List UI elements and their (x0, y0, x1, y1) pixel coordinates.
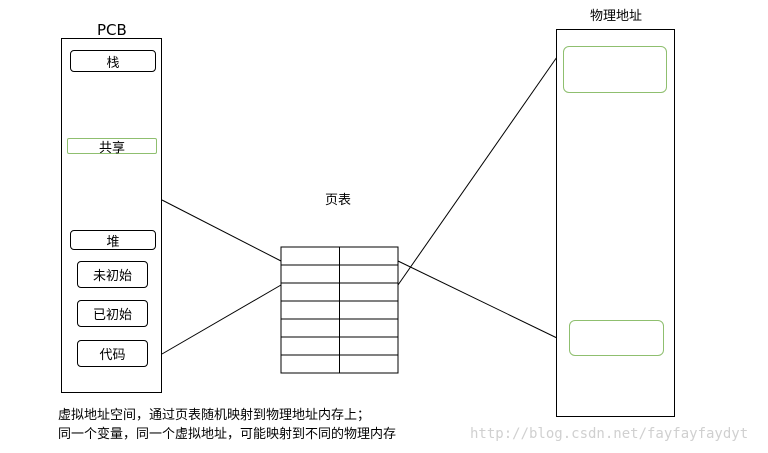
caption-line-2: 同一个变量，同一个虚拟地址，可能映射到不同的物理内存 (58, 427, 397, 442)
physical-block-bottom (569, 320, 664, 356)
connector-shared-to-pagetable (161, 199, 282, 262)
stack-segment: 栈 (70, 50, 156, 72)
code-segment: 代码 (77, 340, 148, 367)
watermark: http://blog.csdn.net/fayfayfaydyt (470, 426, 749, 442)
page-table-grid (280, 246, 399, 374)
pcb-title: PCB (97, 21, 127, 39)
uninit-data-segment: 未初始 (77, 261, 148, 288)
pcb-container (61, 38, 162, 393)
shared-segment: 共享 (67, 138, 157, 156)
physical-block-top (563, 46, 667, 93)
page-table-title: 页表 (325, 193, 352, 208)
init-data-segment: 已初始 (77, 300, 148, 327)
connector-pagetable-to-bottom-block (397, 260, 558, 339)
heap-segment: 堆 (70, 230, 156, 250)
caption-line-1: 虚拟地址空间，通过页表随机映射到物理地址内存上； (58, 408, 371, 423)
connector-pagetable-to-top-block (397, 56, 558, 286)
physical-memory-title: 物理地址 (590, 9, 643, 24)
connector-code-to-pagetable (161, 284, 282, 355)
